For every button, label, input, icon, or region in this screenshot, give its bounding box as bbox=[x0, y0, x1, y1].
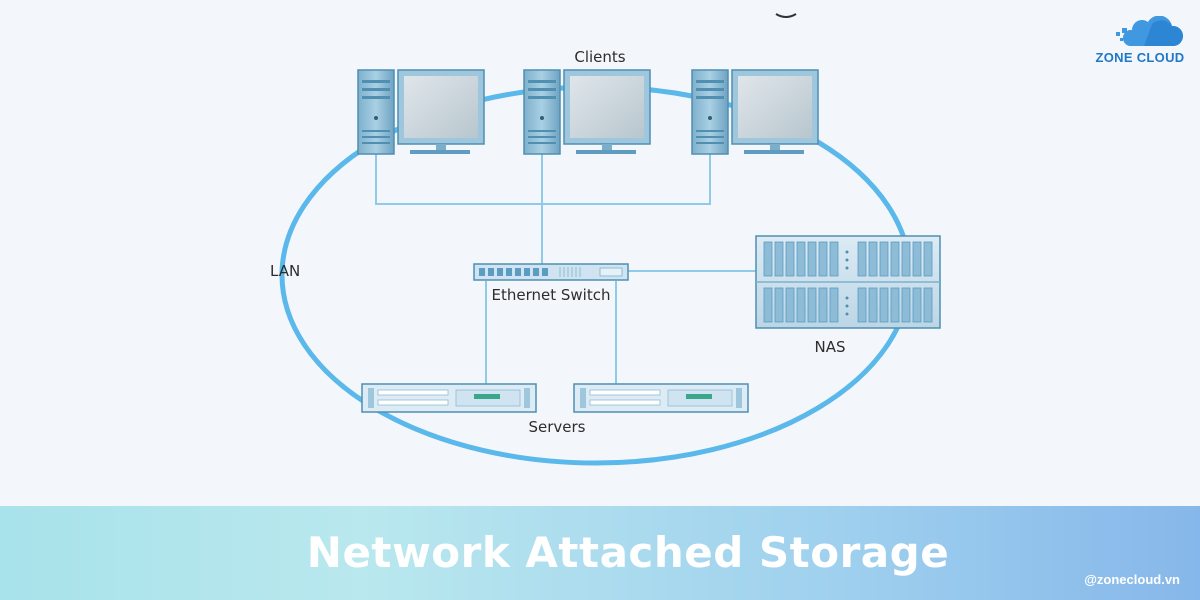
title-banner: Network Attached Storage @zonecloud.vn bbox=[0, 506, 1200, 600]
client-workstation bbox=[523, 69, 651, 155]
rack-server-icon bbox=[361, 383, 537, 413]
servers-label: Servers bbox=[528, 418, 585, 436]
nas-storage-icon bbox=[755, 235, 941, 329]
social-handle: @zonecloud.vn bbox=[1084, 572, 1180, 587]
rack-server-icon bbox=[573, 383, 749, 413]
cloud-icon bbox=[1116, 15, 1184, 47]
client-workstation bbox=[357, 69, 485, 155]
network-wires bbox=[375, 150, 758, 386]
switch-label: Ethernet Switch bbox=[492, 286, 611, 304]
ethernet-switch-icon bbox=[473, 263, 629, 281]
pc-tower-icon bbox=[357, 69, 395, 155]
lan-label: LAN bbox=[270, 262, 300, 280]
pc-tower-icon bbox=[691, 69, 729, 155]
banner-title: Network Attached Storage bbox=[306, 528, 950, 577]
logo-wordmark: ZONE CLOUD bbox=[1095, 50, 1185, 65]
nas-label: NAS bbox=[814, 338, 845, 356]
network-diagram: Clients LAN Ethernet Switch NAS Servers bbox=[270, 13, 941, 466]
clients-label: Clients bbox=[574, 48, 625, 66]
client-workstation bbox=[691, 69, 819, 155]
zonecloud-logo: ZONE CLOUD bbox=[1092, 15, 1188, 72]
top-mark bbox=[775, 13, 797, 18]
pc-tower-icon bbox=[523, 69, 561, 155]
